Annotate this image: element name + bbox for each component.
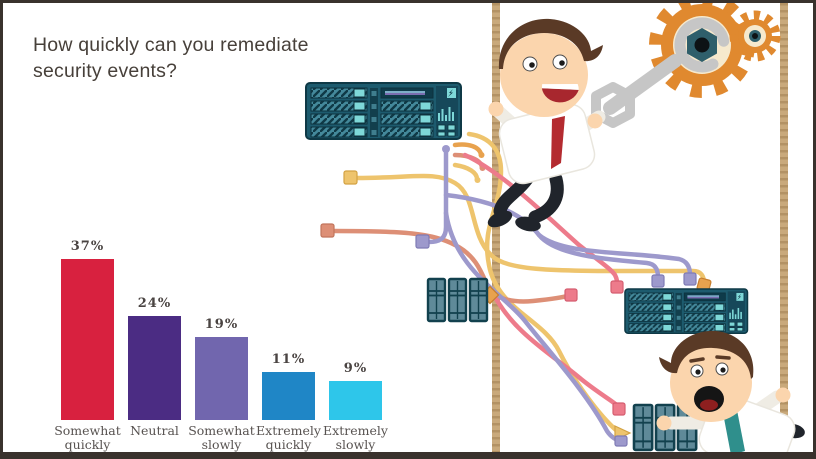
server-rack-1 — [305, 82, 462, 140]
bar-category-label: Neutral — [130, 423, 179, 438]
bar-somewhat-slowly — [195, 337, 248, 420]
rope-left — [492, 3, 500, 452]
bar-group-somewhat-slowly: 19% Somewhat slowly — [188, 317, 255, 452]
page-title: How quickly can you remediate security e… — [33, 34, 309, 82]
bar-value-label: 37% — [70, 239, 105, 255]
cable-connector — [651, 274, 665, 288]
rope-right — [780, 3, 788, 452]
bar-chart: 37% Somewhat quickly 24% Neutral 19% Som… — [54, 239, 388, 452]
bar-value-label: 24% — [137, 295, 172, 311]
bar-group-somewhat-quickly: 37% Somewhat quickly — [54, 239, 121, 452]
wrench-icon — [591, 17, 730, 128]
network-illustration — [305, 3, 805, 452]
bar-somewhat-quickly — [61, 259, 114, 420]
cable-connector — [612, 402, 626, 416]
bar-category-label: Somewhat quickly — [54, 423, 121, 453]
bar-group-extremely-quickly: 11% Extremely quickly — [256, 352, 321, 452]
cable-connector — [614, 435, 628, 447]
bar-category-label: Extremely quickly — [256, 423, 321, 453]
gear-small-icon — [729, 10, 781, 62]
cable-connector — [610, 280, 624, 294]
cable-connector — [415, 234, 430, 249]
engineer-falling — [656, 330, 805, 452]
bar-value-label: 11% — [271, 352, 306, 368]
bar-neutral — [128, 315, 181, 420]
cable-connector — [320, 223, 335, 238]
bar-value-label: 9% — [343, 360, 368, 376]
cable-connector — [343, 170, 358, 185]
bar-value-label: 19% — [204, 317, 239, 333]
cable-connector — [683, 272, 697, 286]
bar-category-label: Somewhat slowly — [188, 423, 255, 453]
gear-nut — [687, 28, 717, 62]
bar-group-neutral: 24% Neutral — [128, 295, 181, 452]
bar-extremely-slowly — [329, 380, 382, 420]
cable-connector — [564, 288, 578, 302]
engineer-swinging — [487, 18, 606, 232]
bar-group-extremely-slowly: 9% Extremely slowly — [323, 360, 388, 452]
network-cables — [331, 131, 707, 444]
server-rack-2 — [624, 288, 749, 335]
bar-category-label: Extremely slowly — [323, 423, 388, 453]
bar-extremely-quickly — [262, 372, 315, 420]
server-towers-middle — [426, 277, 489, 323]
